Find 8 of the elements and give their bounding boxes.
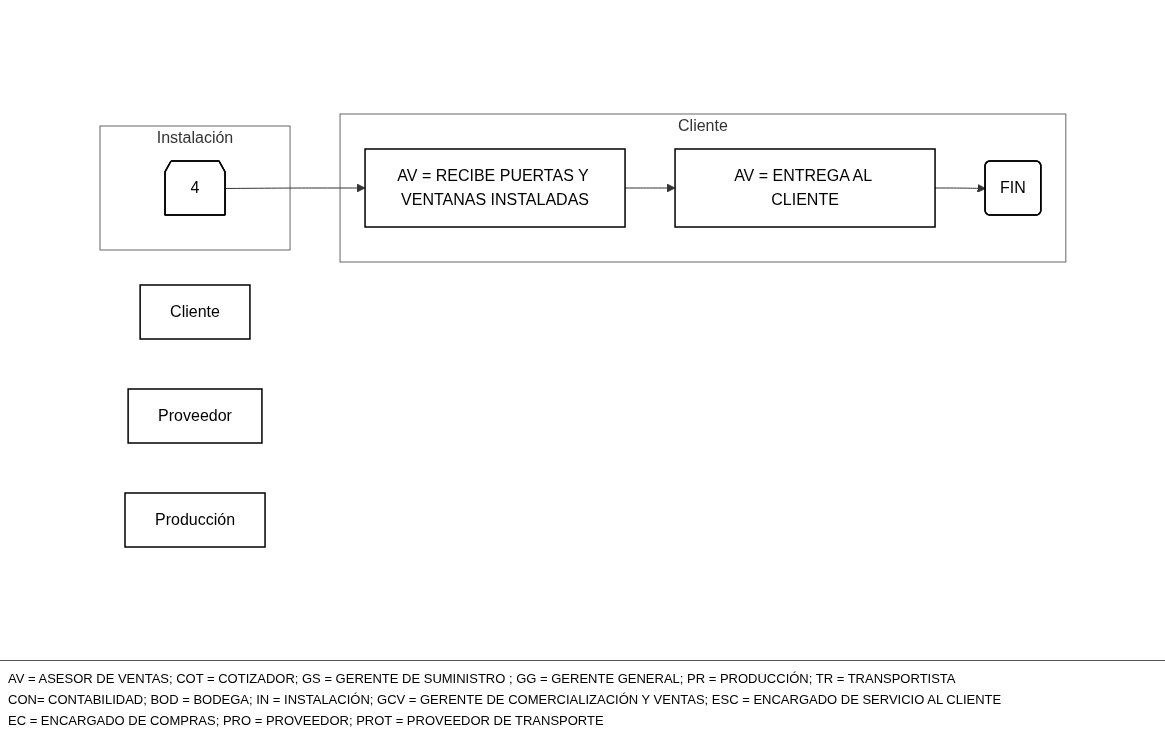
abbreviation-note: AV = ASESOR DE VENTAS; COT = COTIZADOR; GS = GERENTE DE SUMINISTRO ; GG = GERENTE GENERAL; PR = PRODUCCIÓN; TR = TRANSPORTISTA: [8, 671, 957, 686]
node-box: AV = RECIBE PUERTAS Y VENTANAS INSTALADAS: [363, 147, 626, 228]
node-box: Proveedor: [126, 387, 263, 444]
node-box: Producción: [123, 491, 266, 548]
abbreviation-note: CON= CONTABILIDAD; BOD = BODEGA; IN = INSTALACIÓN; GCV = GERENTE DE COMERCIALIZACIÓN Y VENTAS; ESC = ENCARGADO DE SERVICIO AL CLIENTE: [8, 692, 1003, 707]
node-box: AV = ENTREGA AL CLIENTE: [673, 147, 936, 228]
abbreviation-note: EC = ENCARGADO DE COMPRAS; PRO = PROVEEDOR; PROT = PROVEEDOR DE TRANSPORTE: [8, 713, 605, 728]
node-box: Cliente: [138, 283, 251, 340]
